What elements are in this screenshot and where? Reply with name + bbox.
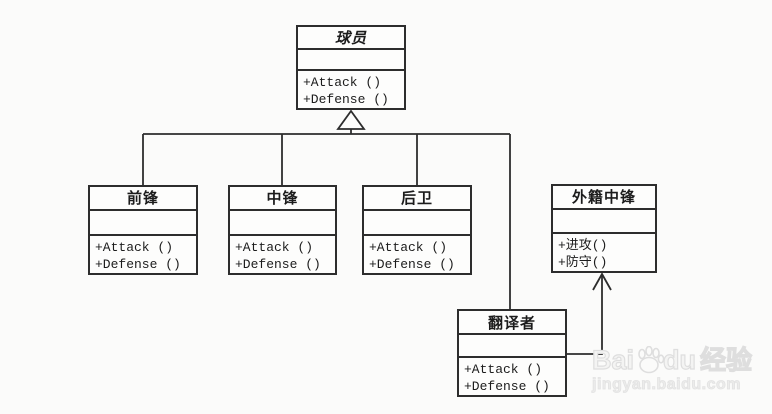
class-attributes <box>90 211 196 236</box>
class-methods: +Attack () +Defense () <box>298 71 404 108</box>
class-methods: +Attack () +Defense () <box>90 236 196 273</box>
class-box-player: 球员 +Attack () +Defense () <box>296 25 406 110</box>
method-label: +Attack () <box>369 240 448 255</box>
method-label: +Attack () <box>303 75 382 90</box>
method-label: +Defense () <box>464 379 550 394</box>
class-box-translator: 翻译者 +Attack () +Defense () <box>457 309 567 397</box>
class-box-foreign-center: 外籍中锋 +进攻() +防守() <box>551 184 657 273</box>
method-label: +Defense () <box>303 92 389 107</box>
class-name: 球员 <box>298 27 404 50</box>
baidu-logo-suffix: 经验 <box>699 344 753 375</box>
baidu-paw-icon <box>638 346 665 374</box>
method-label: +Defense () <box>95 257 181 272</box>
generalization-triangle-icon <box>336 109 366 130</box>
class-name: 前锋 <box>90 187 196 211</box>
class-methods: +Attack () +Defense () <box>459 358 565 395</box>
class-name: 中锋 <box>230 187 335 211</box>
method-label: +Defense () <box>369 257 455 272</box>
method-label: +进攻() <box>558 238 608 253</box>
method-label: +Attack () <box>235 240 314 255</box>
class-attributes <box>459 335 565 358</box>
class-methods: +Attack () +Defense () <box>364 236 470 273</box>
class-attributes <box>364 211 470 236</box>
class-name: 后卫 <box>364 187 470 211</box>
class-name: 外籍中锋 <box>553 186 655 210</box>
class-attributes <box>553 210 655 234</box>
method-label: +Defense () <box>235 257 321 272</box>
baidu-watermark-url: jingyan.baidu.com <box>592 376 741 394</box>
class-box-forward: 前锋 +Attack () +Defense () <box>88 185 198 275</box>
baidu-logo-text-du: du <box>662 344 697 375</box>
class-attributes <box>230 211 335 236</box>
class-name: 翻译者 <box>459 311 565 336</box>
open-arrowhead-icon <box>592 272 612 291</box>
method-label: +Attack () <box>464 362 543 377</box>
method-label: +Attack () <box>95 240 174 255</box>
class-methods: +进攻() +防守() <box>553 234 655 271</box>
class-methods: +Attack () +Defense () <box>230 236 335 273</box>
class-box-center: 中锋 +Attack () +Defense () <box>228 185 337 275</box>
association-line-translator-foreign-center <box>567 275 603 355</box>
class-attributes <box>298 50 404 71</box>
baidu-watermark: Bai du 经验 jingyan.baidu.com <box>591 344 767 394</box>
class-box-guard: 后卫 +Attack () +Defense () <box>362 185 472 275</box>
method-label: +防守() <box>558 255 608 270</box>
baidu-logo: Bai du 经验 <box>591 344 767 375</box>
baidu-logo-text-bai: Bai <box>591 344 635 375</box>
